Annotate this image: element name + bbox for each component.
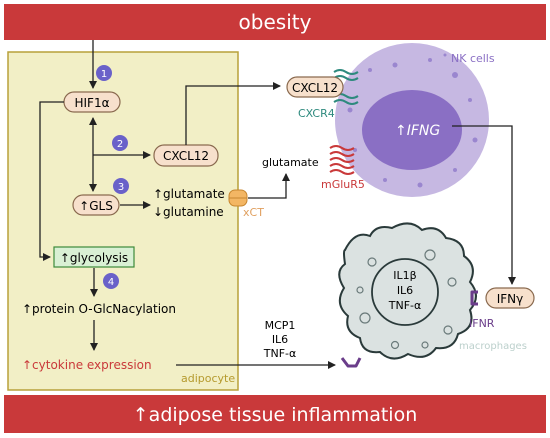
secreted-tnfa: TNF-α [263,347,297,360]
nk-cell [335,43,489,197]
gls-node: ↑GLS [72,194,120,216]
inflammation-banner: ↑adipose tissue inflammation [4,395,546,433]
nk-glutamate-label: glutamate [262,156,319,169]
xct-transporter-icon [228,189,248,207]
gls-label: ↑GLS [79,199,113,213]
adipocyte-box [7,51,239,391]
glycolysis-node: ↑glycolysis [53,246,135,268]
obesity-banner: obesity [4,4,546,40]
ifng-label: ↑IFNG [395,123,440,139]
ifngamma-label: IFNγ [497,292,524,306]
glutamine-down-label: ↓glutamine [153,205,224,219]
arrow-xct-glutamate [248,173,290,199]
arrow-ifng-ifngamma [452,125,516,285]
protein-glcnac-label: ↑protein O-GlcNacylation [22,302,176,316]
ifnr-receptor-icon [470,290,478,306]
obesity-label: obesity [239,10,312,34]
cxcl12-adipocyte-label: CXCL12 [163,149,209,163]
step-4-marker: 4 [103,273,119,289]
ifngamma-node: IFNγ [485,287,535,309]
nk-cells-label: NK cells [451,52,495,65]
macro-cytokine-il1b: IL1β [393,269,416,282]
arrow-hif1a-glycolysis [39,101,64,261]
adipocyte-label: adipocyte [181,372,235,385]
cxcl12-nk-label: CXCL12 [292,81,338,95]
mglur5-label: mGluR5 [321,178,365,191]
cxcr4-label: CXCR4 [298,107,335,120]
macro-cytokine-tnfa: TNF-α [388,299,422,312]
ifnr-label: IFNR [469,317,495,330]
step-4-label: 4 [108,277,114,288]
hif1a-label: HIF1α [74,96,109,110]
step-1-label: 1 [101,69,107,80]
inflammation-label: ↑adipose tissue inflammation [133,404,418,426]
step-3-marker: 3 [113,178,129,194]
secreted-mcp1: MCP1 [265,319,296,332]
cxcl12-nk-node: CXCL12 [286,76,344,98]
macro-cytokine-il6: IL6 [397,284,413,297]
hif1a-node: HIF1α [63,91,121,113]
glycolysis-label: ↑glycolysis [60,251,128,265]
cytokine-expression-label: ↑cytokine expression [22,358,152,372]
arrow-cxcl12-nk [185,82,281,145]
cxcl12-adipocyte-node: CXCL12 [153,144,219,167]
step-2-marker: 2 [112,135,128,151]
step-2-label: 2 [117,139,123,150]
step-1-marker: 1 [96,65,112,81]
glutamate-up-label: ↑glutamate [153,187,225,201]
mglur5-receptor-icon [329,145,355,175]
secreted-il6: IL6 [272,333,288,346]
macrophage-cell [338,222,477,360]
macrophages-label: macrophages [459,341,527,352]
macrophage-receptor-icon [340,357,362,368]
xct-label: xCT [243,206,264,219]
step-3-label: 3 [118,182,124,193]
